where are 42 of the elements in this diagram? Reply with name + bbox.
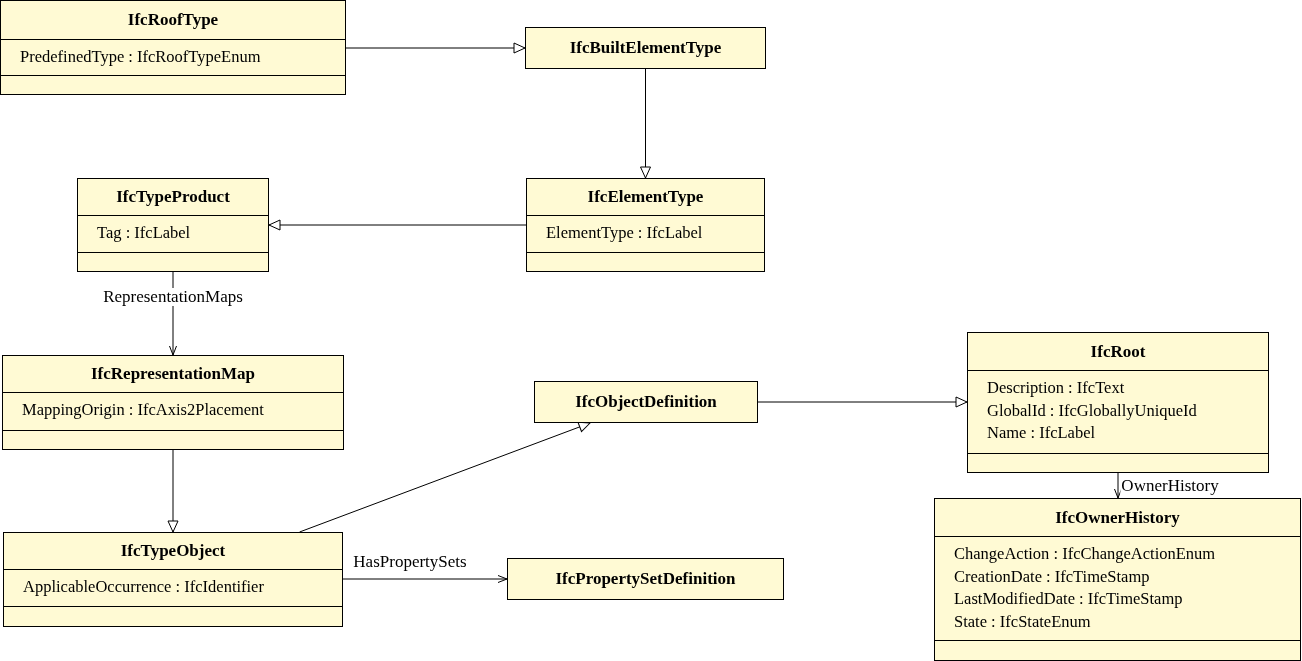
- attribute-text: Description : IfcText: [987, 378, 1125, 397]
- class-box: [2, 355, 344, 450]
- attribute-text: CreationDate : IfcTimeStamp: [954, 566, 1150, 586]
- inheritance-arrow: [757, 396, 968, 408]
- class-name: IfcRepresentationMap: [91, 364, 255, 384]
- attribute-text: PredefinedType : IfcRoofTypeEnum: [20, 47, 261, 66]
- attribute-text: LastModifiedDate : IfcTimeStamp: [954, 589, 1183, 608]
- class-box: [77, 178, 269, 272]
- inheritance-arrow: [268, 219, 527, 231]
- attribute-text: State : IfcStateEnum: [954, 611, 1091, 631]
- class-box: [3, 532, 343, 627]
- class-name: IfcBuiltElementType: [569, 38, 722, 58]
- association-arrow: [1114, 472, 1122, 499]
- edge-label: HasPropertySets: [352, 553, 468, 571]
- class-box: [507, 558, 784, 600]
- inheritance-arrow: [167, 449, 179, 533]
- class-name: IfcElementType: [587, 187, 704, 207]
- attribute-text: Name : IfcLabel: [987, 423, 1096, 442]
- class-name: IfcTypeObject: [120, 541, 226, 561]
- association-arrow: [342, 575, 508, 583]
- class-name: IfcObjectDefinition: [575, 392, 717, 412]
- class-name: IfcTypeProduct: [116, 187, 230, 207]
- class-name: IfcOwnerHistory: [1055, 507, 1180, 528]
- class-box: [967, 332, 1269, 473]
- class-box: [934, 498, 1301, 661]
- class-box: [534, 381, 758, 423]
- edge-label: RepresentationMaps: [102, 287, 244, 306]
- class-box: [0, 0, 346, 95]
- inheritance-arrow: [299, 421, 591, 533]
- class-name: IfcRoofType: [127, 10, 219, 30]
- attribute-text: Tag : IfcLabel: [97, 223, 191, 242]
- inheritance-arrow: [345, 42, 526, 54]
- attribute-text: ElementType : IfcLabel: [546, 223, 703, 242]
- class-name: IfcRoot: [1090, 341, 1146, 362]
- class-box: [525, 27, 766, 69]
- inheritance-arrow: [640, 68, 651, 179]
- attribute-text: ApplicableOccurrence : IfcIdentifier: [23, 577, 264, 596]
- attribute-text: GlobalId : IfcGloballyUniqueId: [987, 400, 1197, 420]
- attribute-text: ChangeAction : IfcChangeActionEnum: [954, 544, 1216, 563]
- class-box: [526, 178, 765, 272]
- class-name: IfcPropertySetDefinition: [555, 569, 736, 589]
- attribute-text: MappingOrigin : IfcAxis2Placement: [22, 400, 264, 419]
